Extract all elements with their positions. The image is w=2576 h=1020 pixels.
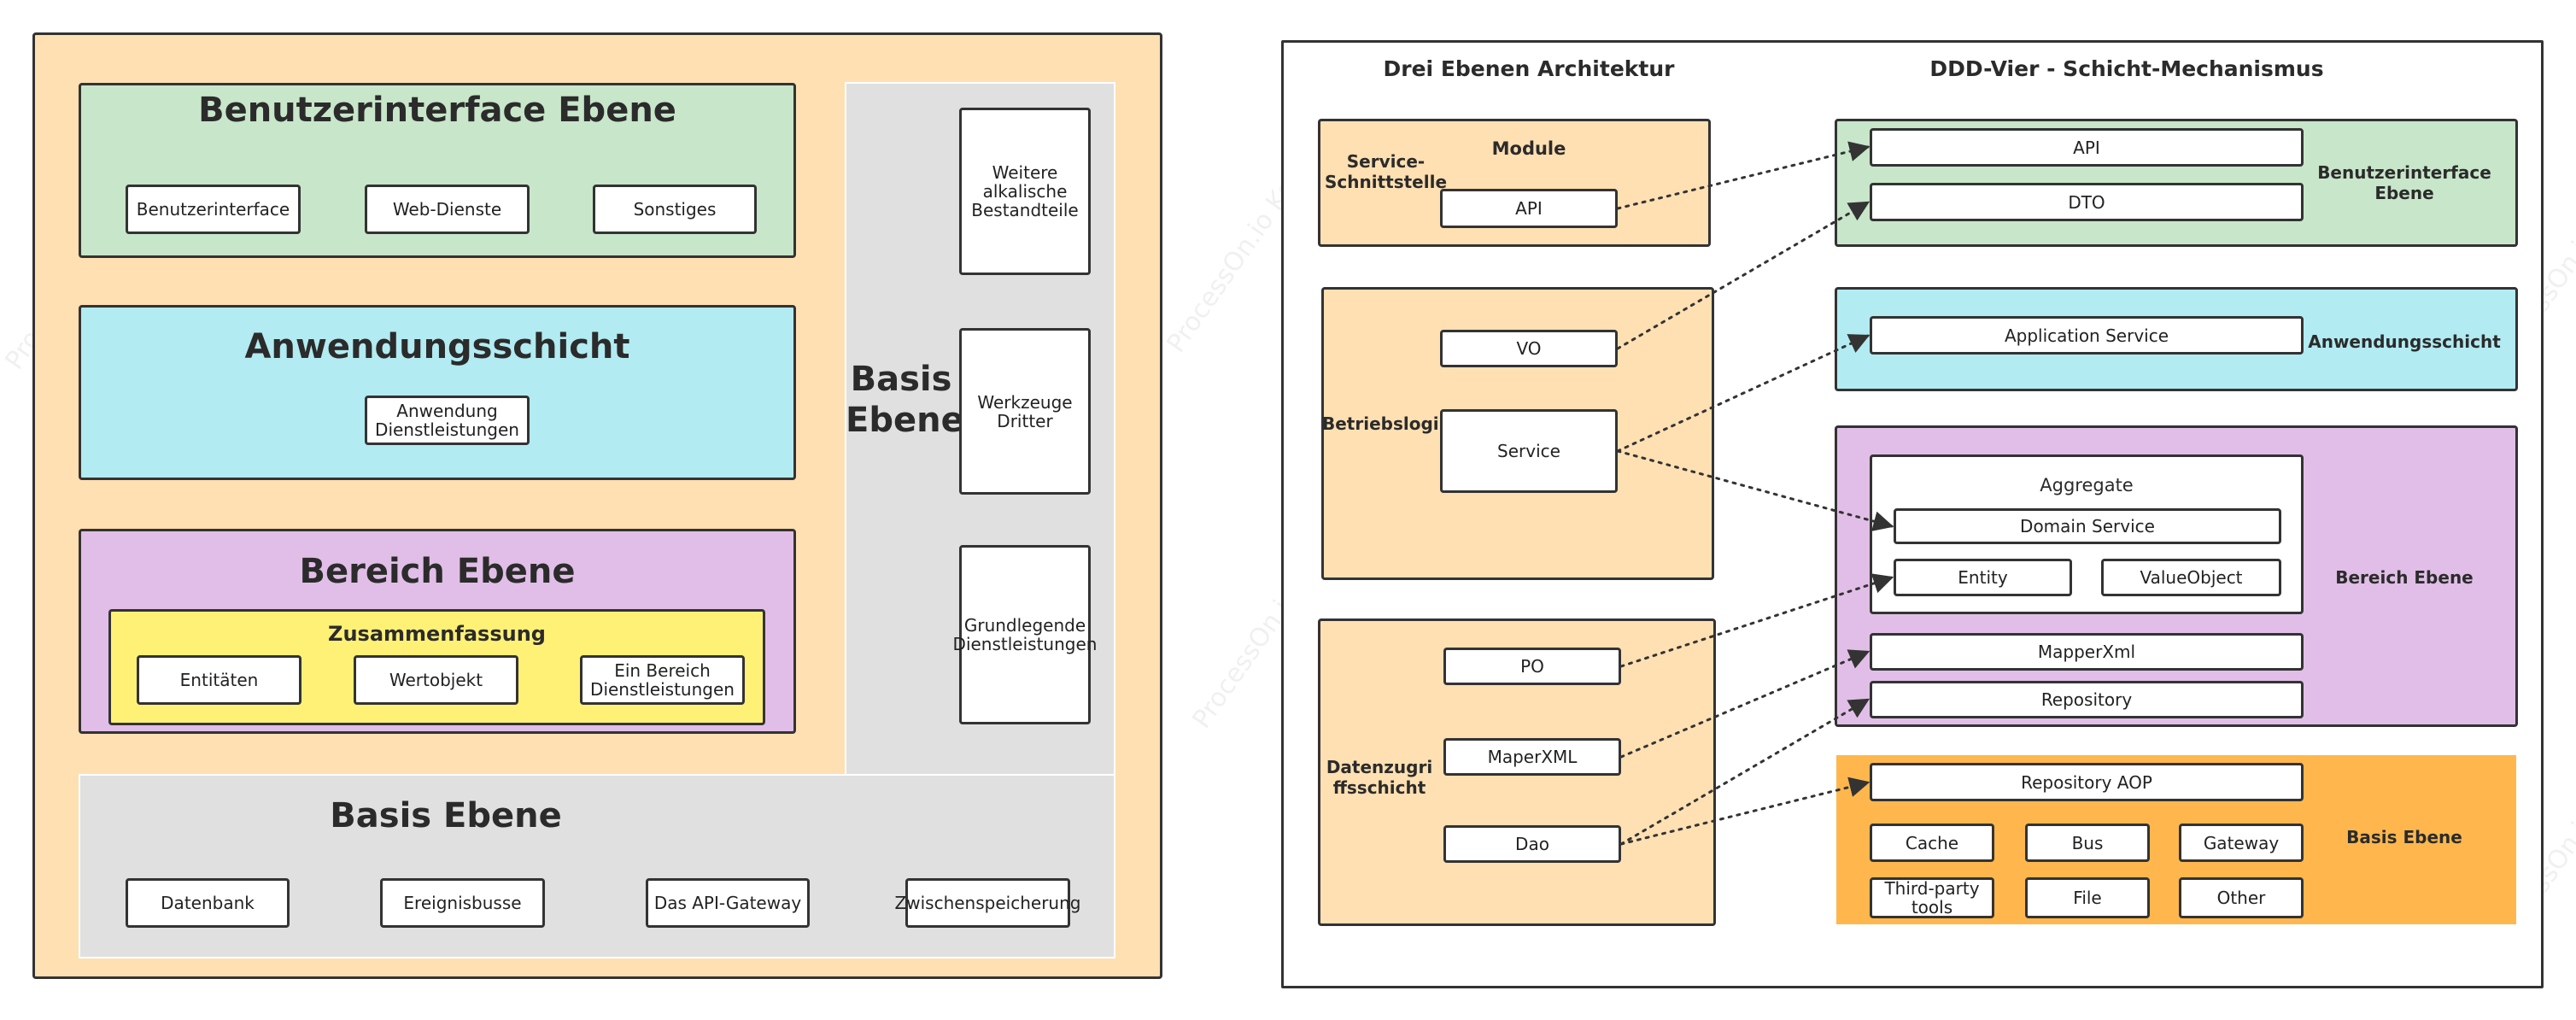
maperxml-leaf: MaperXML (1443, 738, 1621, 776)
ddd-api-leaf: API (1870, 128, 2304, 167)
infra-item-ereignisbusse: Ereignisbusse (380, 878, 545, 928)
other-leaf: Other (2179, 877, 2304, 918)
app-layer (79, 305, 796, 480)
arrow-service-to-appservice (1616, 334, 1871, 453)
arrow-service-to-domainservice (1616, 449, 1894, 531)
module-title: Module (1491, 138, 1566, 159)
domain-service-leaf: Domain Service (1894, 508, 2281, 544)
ui-item-web-dienste: Web-Dienste (365, 185, 530, 234)
infra-item-api-gateway: Das API-Gateway (646, 878, 810, 928)
ddd-aggregate-title: Aggregate (2040, 475, 2134, 495)
business-logic-label: Betriebslogik (1322, 413, 1450, 434)
infra-bottom-layer (79, 774, 1115, 958)
arrow-vo-to-dto (1616, 201, 1871, 350)
infra-item-zwischenspeicherung: Zwischenspeicherung (895, 878, 1080, 928)
infra-item-werkzeuge: Werkzeuge Dritter (959, 328, 1091, 495)
dao-leaf: Dao (1443, 825, 1621, 863)
arrow-api-to-api (1616, 141, 1871, 210)
app-layer-title: Anwendungsschicht (244, 327, 630, 366)
data-access-label: Datenzugriffsschicht (1326, 757, 1433, 798)
header-ddd: DDD-Vier - Schicht-Mechanismus (1929, 56, 2324, 81)
ui-item-sonstiges: Sonstiges (593, 185, 757, 234)
mapperxml-leaf: MapperXml (1870, 633, 2304, 671)
infra-item-alkalische: Weitere alkalische Bestandteile (959, 108, 1091, 275)
ddd-dto-leaf: DTO (1870, 183, 2304, 221)
ui-item-benutzerinterface: Benutzerinterface (126, 185, 301, 234)
infra-item-grundlegende: Grundlegende Dienstleistungen (953, 545, 1097, 724)
bus-leaf: Bus (2025, 824, 2150, 862)
vo-leaf: VO (1440, 330, 1618, 367)
infra-vertical-title: Basis Ebene (846, 360, 964, 440)
arrow-maperxml-to-mapperxml (1619, 649, 1871, 759)
ddd-ui-label: Benutzerinterface Ebene (2317, 162, 2491, 203)
service-leaf: Service (1440, 409, 1618, 493)
po-leaf: PO (1443, 648, 1621, 685)
cache-leaf: Cache (1870, 824, 1994, 862)
app-item-anwendung: Anwendung Dienstleistungen (365, 396, 530, 445)
valueobject-leaf: ValueObject (2101, 559, 2281, 596)
ddd-domain-label: Bereich Ebene (2335, 567, 2474, 588)
infra-bottom-title: Basis Ebene (330, 796, 562, 835)
file-leaf: File (2025, 877, 2150, 918)
api-leaf: API (1440, 189, 1618, 228)
ui-layer-title: Benutzerinterface Ebene (198, 91, 676, 130)
arrow-dao-to-repository-aop (1619, 777, 1871, 846)
repository-aop-leaf: Repository AOP (1870, 763, 2304, 801)
aggregate-title: Zusammenfassung (328, 622, 546, 646)
repository-leaf: Repository (1870, 681, 2304, 718)
domain-item-bereich-dienstleistungen: Ein Bereich Dienstleistungen (580, 655, 745, 705)
gateway-leaf: Gateway (2179, 824, 2304, 862)
ddd-app-label: Anwendungsschicht (2308, 331, 2501, 352)
arrow-dao-to-repository (1619, 698, 1871, 846)
domain-item-wertobjekt: Wertobjekt (354, 655, 518, 705)
service-interface-label: Service-Schnittstelle (1324, 151, 1448, 192)
third-party-tools-leaf: Third-party tools (1870, 877, 1994, 918)
ddd-infra-label: Basis Ebene (2346, 827, 2462, 847)
header-three-layer: Drei Ebenen Architektur (1383, 56, 1675, 81)
domain-layer-title: Bereich Ebene (299, 552, 576, 591)
domain-item-entitaeten: Entitäten (137, 655, 302, 705)
application-service-leaf: Application Service (1870, 316, 2304, 355)
entity-leaf: Entity (1894, 559, 2072, 596)
infra-item-datenbank: Datenbank (126, 878, 290, 928)
arrow-po-to-entity (1619, 573, 1894, 668)
